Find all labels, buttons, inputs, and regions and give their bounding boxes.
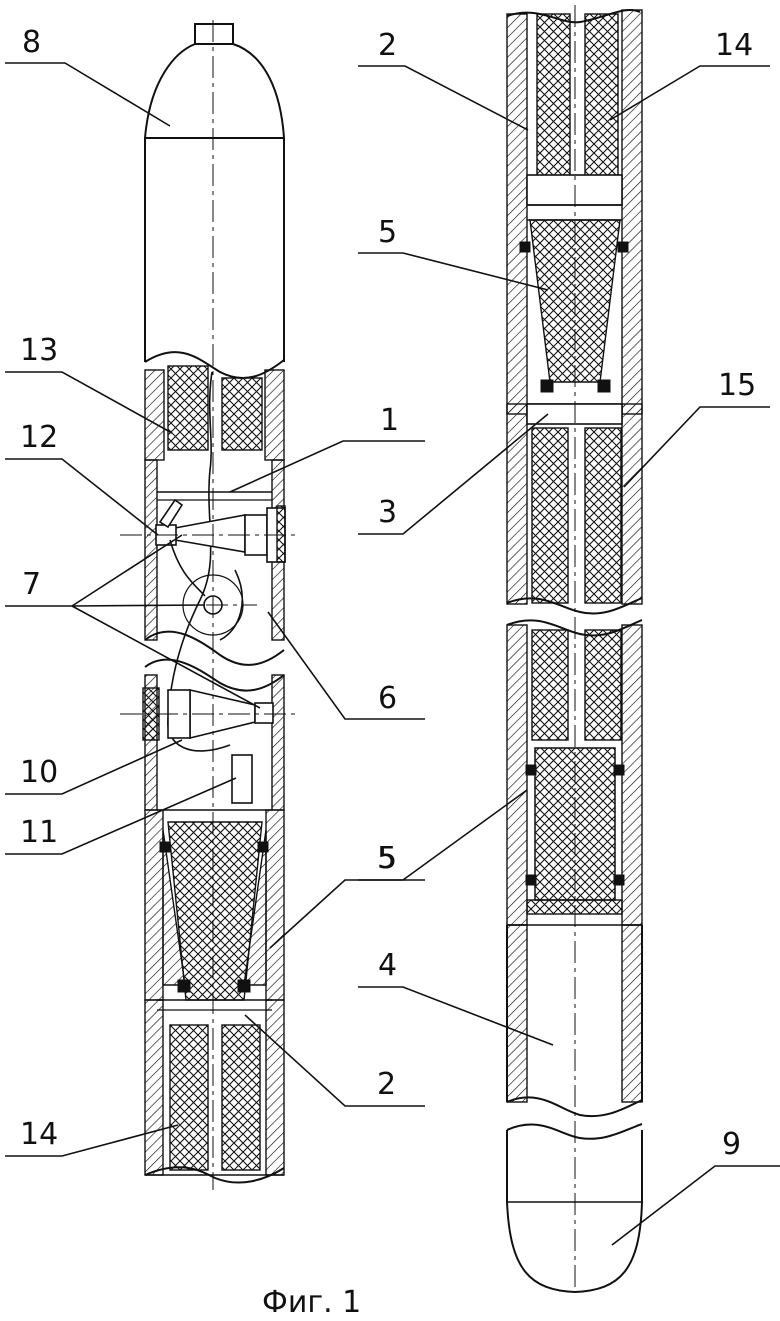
coil-13-left bbox=[167, 365, 209, 451]
label-10: 10 bbox=[20, 755, 58, 790]
label-14-left: 14 bbox=[20, 1117, 58, 1152]
label-13: 13 bbox=[20, 333, 58, 368]
coil-13-right bbox=[221, 377, 263, 451]
label-3: 3 bbox=[378, 495, 397, 530]
leader-lines bbox=[5, 62, 780, 1246]
coil-14-top-l bbox=[536, 13, 571, 205]
label-15: 15 bbox=[718, 368, 756, 403]
right-assembly bbox=[506, 5, 643, 1294]
coil-15-left bbox=[531, 427, 569, 604]
label-5-right-top: 5 bbox=[378, 215, 397, 250]
label-1: 1 bbox=[380, 403, 399, 438]
coil-14-left bbox=[169, 1024, 209, 1171]
head-8 bbox=[143, 43, 286, 139]
plug-top bbox=[194, 23, 234, 45]
left-assembly bbox=[120, 20, 300, 1190]
label-5-right-bottom: 5 bbox=[378, 841, 397, 876]
label-4: 4 bbox=[378, 948, 397, 983]
label-12: 12 bbox=[20, 420, 58, 455]
label-14-right: 14 bbox=[715, 28, 753, 63]
label-5-left: 5 bbox=[377, 841, 396, 876]
emitter-12 bbox=[158, 498, 184, 529]
label-11: 11 bbox=[20, 815, 58, 850]
nose-9 bbox=[506, 1201, 643, 1294]
label-2-right: 2 bbox=[378, 28, 397, 63]
figure-caption: Фиг. 1 bbox=[262, 1285, 361, 1320]
label-7: 7 bbox=[22, 567, 41, 602]
label-6: 6 bbox=[378, 681, 397, 716]
break-line-1 bbox=[144, 351, 285, 379]
label-8: 8 bbox=[22, 25, 41, 60]
labels: 8 13 12 1 7 6 10 11 5 2 14 2 14 5 15 3 5… bbox=[20, 25, 756, 1320]
label-2-left: 2 bbox=[377, 1067, 396, 1102]
label-9: 9 bbox=[722, 1127, 741, 1162]
